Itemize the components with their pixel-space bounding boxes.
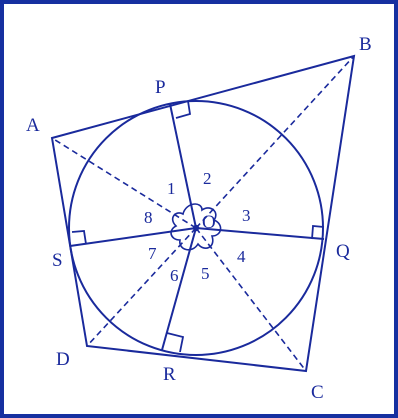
quadrilateral-incircle-diagram: A B C D P Q R S O 1 2 3 4 5 6 7 8 (26, 34, 372, 403)
radius-or (161, 227, 197, 351)
dashed-line-od (86, 227, 197, 347)
label-c: C (311, 382, 324, 403)
angle-label-6: 6 (170, 266, 179, 285)
label-d: D (56, 349, 70, 370)
right-angle-mark-p (175, 100, 192, 119)
angle-label-8: 8 (144, 208, 153, 227)
label-q: Q (336, 241, 350, 262)
angle-label-4: 4 (237, 247, 246, 266)
incircle (68, 100, 324, 356)
right-angle-mark-q (311, 225, 325, 240)
angle-label-5: 5 (201, 264, 210, 283)
angle-label-2: 2 (203, 169, 212, 188)
label-a: A (26, 115, 40, 136)
label-s: S (52, 250, 63, 271)
dashed-line-oa (51, 137, 197, 229)
right-angle-mark-r (166, 332, 185, 353)
angle-label-1: 1 (167, 179, 176, 198)
label-p: P (155, 77, 166, 98)
right-angle-mark-s (71, 230, 87, 245)
dashed-line-ob (195, 55, 355, 229)
angle-arcs (170, 203, 222, 251)
radius-os (69, 227, 197, 247)
label-o: O (202, 212, 216, 233)
radius-oq (195, 227, 325, 240)
dashed-line-oc (195, 227, 307, 372)
angle-label-3: 3 (242, 206, 251, 225)
radius-op (169, 103, 197, 229)
center-point-o (192, 224, 200, 232)
label-b: B (359, 34, 372, 55)
label-r: R (163, 364, 176, 385)
angle-label-7: 7 (148, 244, 157, 263)
